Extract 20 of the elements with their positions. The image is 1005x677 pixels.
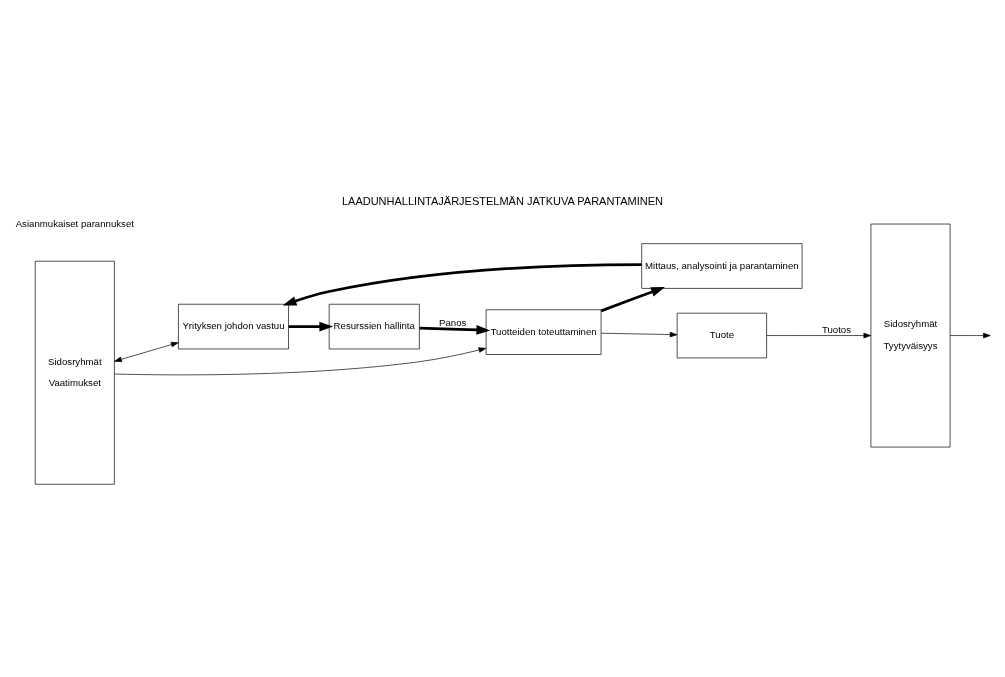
edge-label: Panos	[439, 316, 467, 328]
arrow	[288, 321, 334, 331]
label: Asianmukaiset parannukset	[15, 217, 134, 229]
node-box: Mittaus, analysointi ja parantaminen	[641, 242, 803, 289]
edge-label: Tuotos	[821, 323, 852, 335]
arrow	[282, 262, 642, 306]
arrow	[114, 341, 179, 362]
node-box: Sidosryhmät Vaatimukset	[34, 260, 115, 485]
diagram-title: LAADUNHALLINTAJÄRJESTELMÄN JATKUVA PARANTAMINEN	[341, 194, 664, 207]
node-box: Resurssien hallinta	[328, 303, 420, 349]
node-box: Tuote	[676, 312, 767, 358]
arrow	[600, 286, 665, 312]
arrow	[419, 324, 491, 335]
arrow	[600, 331, 678, 337]
arrow	[949, 332, 991, 338]
arrow	[766, 332, 872, 338]
node-box: Sidosryhmät Tyytyväisyys	[870, 223, 951, 447]
node-box: Yrityksen johdon vastuu	[178, 303, 289, 349]
arrow	[114, 346, 487, 375]
node-box: Tuotteiden toteuttaminen	[485, 308, 602, 355]
